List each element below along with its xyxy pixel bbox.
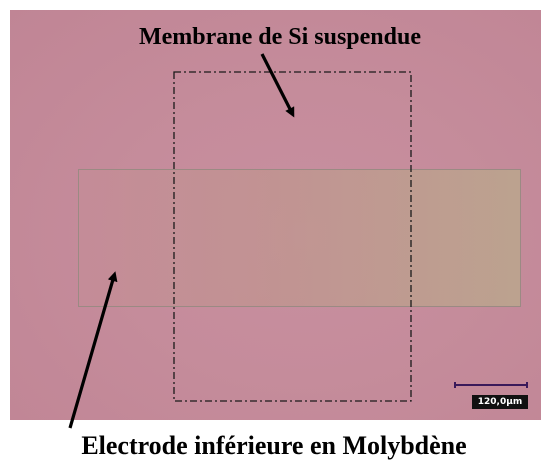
electrode-label: Electrode inférieure en Molybdène <box>81 431 467 460</box>
microscope-image: 120,0µm <box>10 10 541 420</box>
scale-bar-label: 120,0µm <box>472 395 528 409</box>
molybdenum-electrode-region <box>78 169 521 307</box>
membrane-label: Membrane de Si suspendue <box>138 24 422 50</box>
